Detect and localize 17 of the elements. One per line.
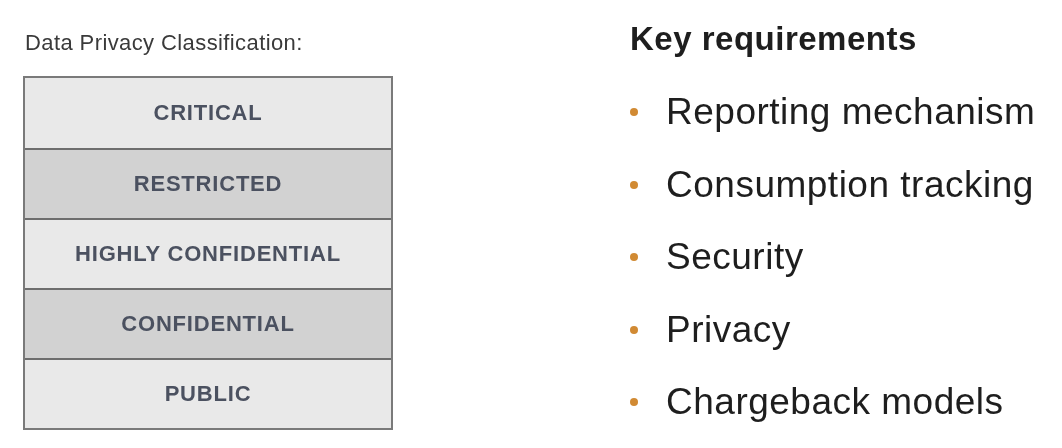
requirement-text: Chargeback models bbox=[666, 380, 1004, 424]
classification-band bbox=[25, 218, 391, 288]
band-label: RESTRICTED bbox=[133, 171, 283, 197]
classification-band bbox=[25, 78, 391, 148]
band-label: PUBLIC bbox=[164, 381, 252, 407]
requirement-text: Consumption tracking bbox=[666, 162, 1034, 207]
band-label: CRITICAL bbox=[153, 100, 263, 126]
requirement-text: Reporting mechanism bbox=[666, 90, 1036, 134]
band-label: CONFIDENTIAL bbox=[121, 311, 295, 337]
band-label: HIGHLY CONFIDENTIAL bbox=[75, 241, 341, 267]
requirement-text: Privacy bbox=[666, 307, 791, 352]
classification-band bbox=[25, 148, 391, 218]
section-heading: Key requirements bbox=[630, 19, 917, 59]
stack-heading: Data Privacy Classification: bbox=[25, 30, 304, 56]
requirement-text: Security bbox=[666, 235, 804, 279]
classification-band bbox=[25, 288, 391, 358]
classification-band bbox=[25, 358, 391, 428]
